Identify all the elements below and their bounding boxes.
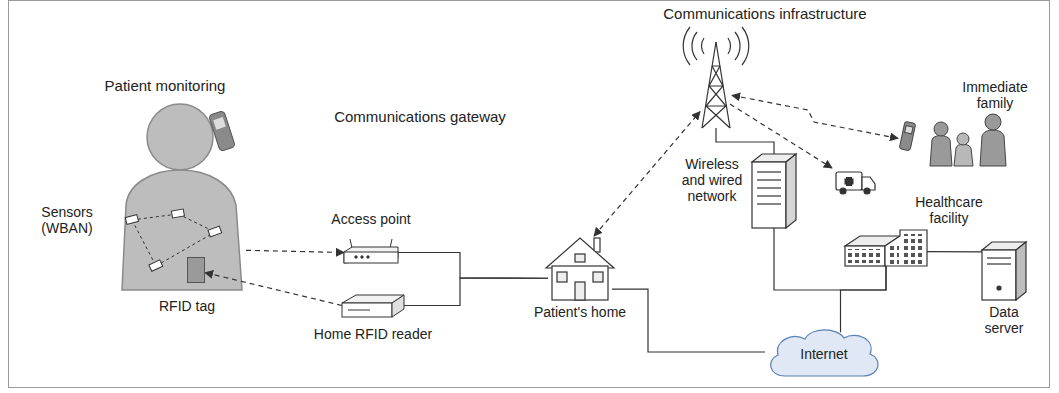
wireless-link bbox=[205, 273, 342, 306]
node-label: Access point bbox=[316, 211, 426, 227]
data-server-icon bbox=[982, 242, 1026, 300]
wired-link bbox=[841, 266, 887, 332]
node-label: Healthcare facility bbox=[903, 194, 995, 226]
body-sensors bbox=[125, 209, 221, 271]
node-label: RFID tag bbox=[142, 298, 232, 314]
internet-cloud: Internet bbox=[765, 326, 883, 378]
house-icon bbox=[546, 238, 614, 300]
family-node: Immediate family bbox=[898, 115, 1008, 167]
rfid-reader-icon bbox=[342, 295, 404, 317]
frame bbox=[9, 1, 1050, 388]
patient-figure-node: Sensors (WBAN)RFID tag bbox=[118, 104, 246, 294]
access-point: Access point bbox=[344, 239, 398, 266]
node-label: Home RFID reader bbox=[283, 326, 463, 342]
patient-home: Patient's home bbox=[548, 236, 612, 300]
node-label: Communications infrastructure bbox=[640, 5, 890, 23]
rfid-tag: RFID tag bbox=[187, 257, 205, 283]
wired-link bbox=[398, 253, 548, 279]
wired-link bbox=[774, 228, 886, 290]
wired-link bbox=[404, 278, 548, 306]
wired-link bbox=[716, 128, 774, 154]
network-server bbox=[752, 154, 796, 228]
section-heading: Communications gateway bbox=[300, 108, 540, 126]
healthcare-building bbox=[845, 230, 927, 266]
wired-link bbox=[927, 251, 982, 252]
node-label: Sensors (WBAN) bbox=[32, 204, 102, 236]
rfid-reader: Home RFID reader bbox=[342, 292, 404, 319]
section-heading: Patient monitoring bbox=[80, 77, 250, 95]
wireless-link bbox=[732, 95, 898, 138]
data-server-node: Data server bbox=[982, 242, 1026, 300]
family-icon bbox=[899, 114, 1006, 166]
radio-tower-node: Communications infrastructure bbox=[700, 42, 732, 128]
node-label: Patient's home bbox=[530, 304, 630, 320]
node-label: Data server bbox=[970, 304, 1038, 336]
ambulance-icon bbox=[730, 104, 875, 194]
healthcare-facility: Healthcare facility bbox=[845, 230, 927, 266]
node-label: Wireless and wired network bbox=[680, 156, 744, 204]
patient-figure bbox=[122, 104, 242, 290]
wireless-link bbox=[246, 250, 344, 252]
node-label: Immediate family bbox=[950, 79, 1040, 111]
network-server-node: Wireless and wired network bbox=[752, 154, 796, 228]
patient-phone bbox=[209, 110, 236, 151]
wired-link bbox=[612, 289, 765, 352]
radio-tower bbox=[683, 27, 749, 128]
node-label: Internet bbox=[765, 346, 883, 362]
access-point-icon bbox=[344, 239, 398, 263]
